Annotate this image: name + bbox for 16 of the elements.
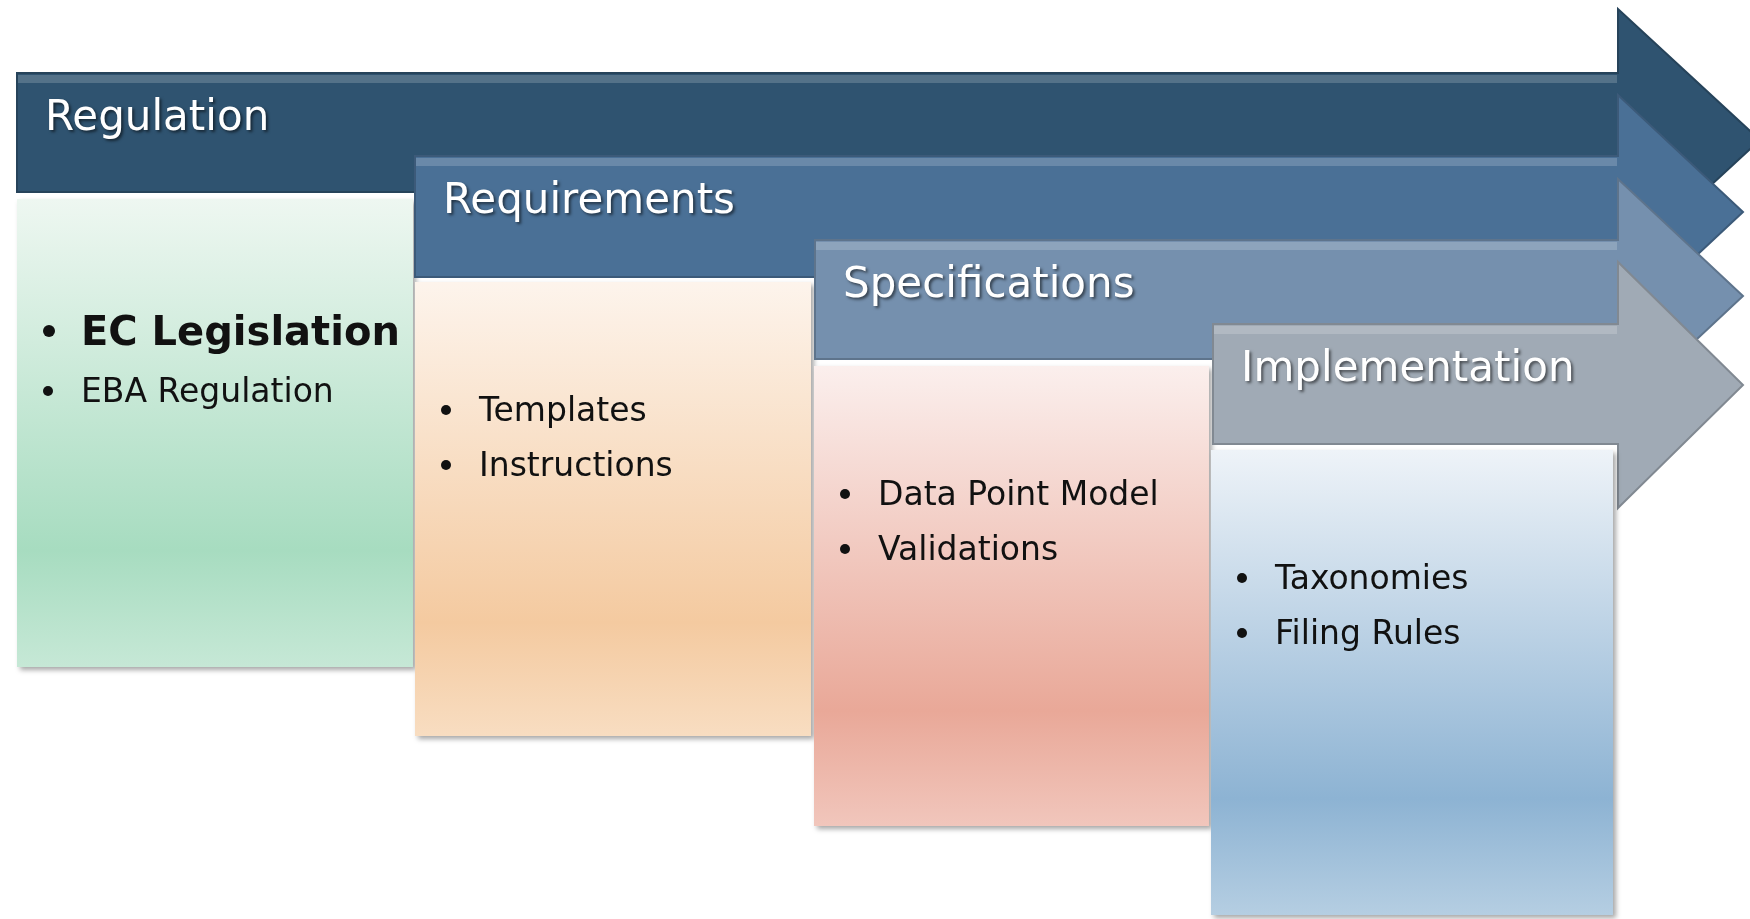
content-panel (17, 199, 413, 667)
bullet-item: Templates (479, 390, 647, 429)
band-heading: Implementation (1241, 342, 1575, 391)
content-panel (415, 282, 811, 736)
bullet-item: EC Legislation (81, 308, 400, 354)
bullet-item: Validations (878, 529, 1059, 568)
bullet-item: Taxonomies (1275, 558, 1469, 597)
bullet-item: Filing Rules (1275, 613, 1461, 652)
bullet-item: EBA Regulation (81, 371, 334, 410)
band-heading: Requirements (443, 174, 735, 223)
content-panel (814, 366, 1209, 826)
band-heading: Specifications (843, 258, 1135, 307)
band-heading: Regulation (45, 91, 270, 140)
bullet-item: Instructions (479, 445, 673, 484)
content-panel (1211, 450, 1613, 915)
bullet-item: Data Point Model (878, 474, 1159, 513)
